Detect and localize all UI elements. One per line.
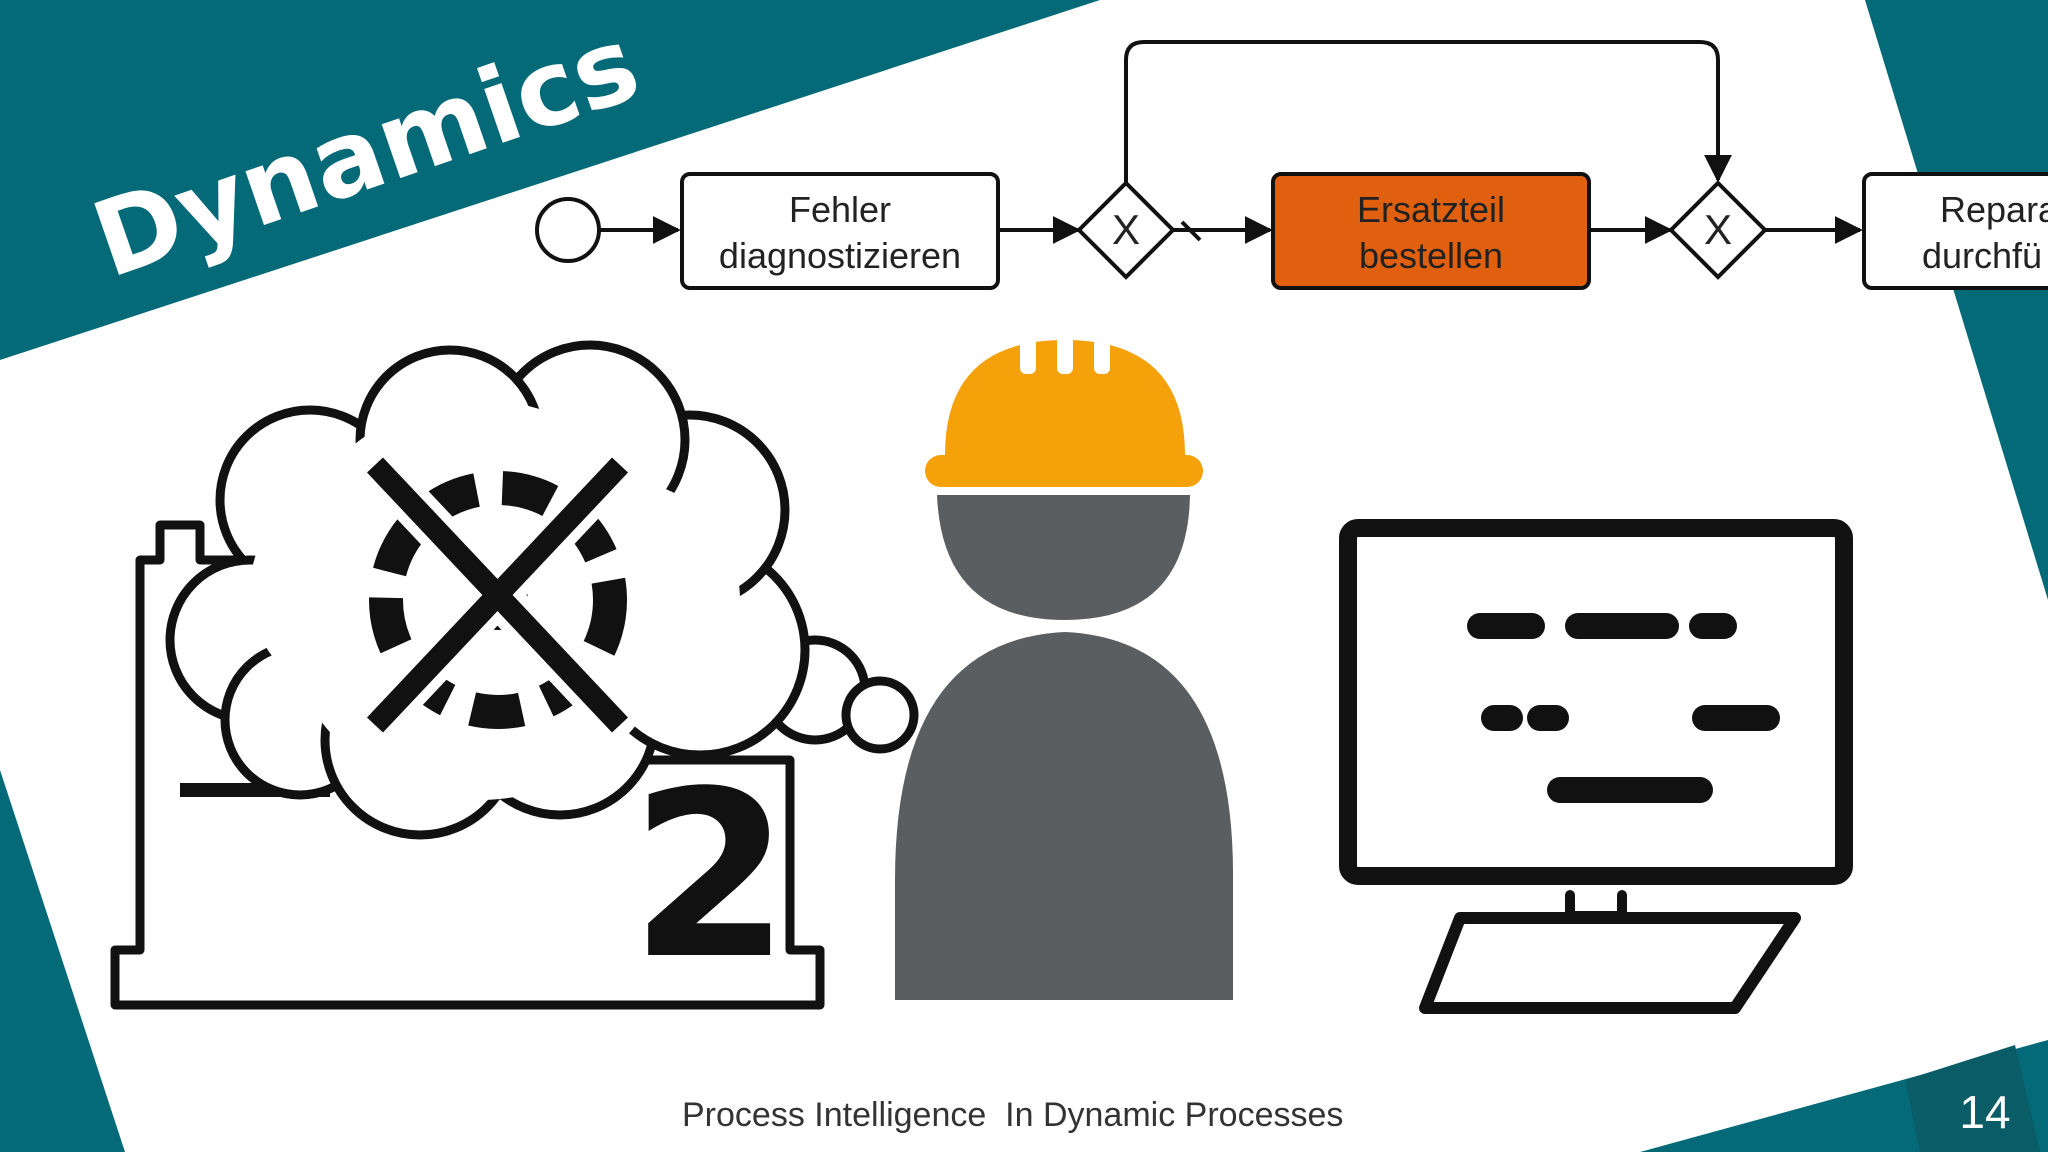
skip-flow-arrow [1124,40,1732,183]
hard-hat-icon [925,336,1203,487]
worker-icon [895,336,1234,1000]
task-reparatur-durchfuehren [1862,172,2048,290]
machine-number: 2 [630,743,790,1010]
process-diagram [535,40,2048,290]
task-labels: Fehler diagnostizieren Ersatzteil bestel… [719,189,2048,276]
page-number: 14 [1959,1086,2010,1138]
teal-right-band [1865,0,2048,600]
gateway-x-label: X [1112,206,1140,253]
broken-gear-icon [359,450,636,740]
start-event-icon [535,197,601,263]
worker-body [895,632,1234,1000]
gateway-x-label: X [1704,206,1732,253]
teal-left-band [0,770,125,1152]
page-number-box [1905,1045,2040,1152]
task-label-line2: durchfü [1922,235,2042,276]
gateway-markers: X X [1112,206,1732,253]
task-label-line1: Repara [1940,189,2048,230]
footer-text: Process Intelligence In Dynamic Processe… [682,1096,1343,1134]
teal-top-left-band [0,0,1100,360]
task-label-line2: diagnostizieren [719,235,961,276]
worker-head [937,495,1190,620]
default-flow-marker [1180,220,1202,242]
xor-gateway-icon [1668,180,1768,280]
computer-monitor-icon [1339,519,1853,1014]
task-label-line2: bestellen [1359,235,1503,276]
smoke-cloud-icon [165,340,919,840]
xor-gateway-icon [1076,180,1176,280]
task-label-line1: Fehler [789,189,891,230]
task-label-line1: Ersatzteil [1357,189,1505,230]
